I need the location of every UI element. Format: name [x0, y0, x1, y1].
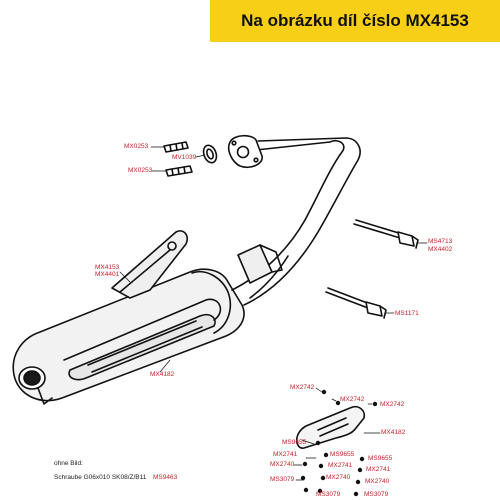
- label-mx2740-b: MX2740: [326, 474, 351, 481]
- label-mx0253-lower: MX0253: [128, 167, 153, 174]
- muffler: [12, 268, 245, 402]
- part-number-banner: Na obrázku díl číslo MX4153: [210, 0, 500, 42]
- label-mx2742-a: MX2742: [290, 384, 315, 391]
- label-ms9655-b: MS9655: [330, 451, 355, 458]
- hardware-parts: [300, 389, 378, 497]
- flange-stud-upper: [163, 141, 189, 153]
- label-mx4182-muffler: MX4182: [150, 371, 175, 378]
- label-ms9655-c: MS9655: [368, 455, 393, 462]
- heat-shield-plate: [295, 405, 366, 449]
- label-mx4402: MX4402: [428, 246, 453, 253]
- label-ms4713: MS4713: [428, 238, 453, 245]
- muffler-bracket: [111, 230, 189, 299]
- label-mx2741-a: MX2741: [273, 451, 298, 458]
- label-mx2740-c: MX2740: [365, 478, 390, 485]
- label-ms3079-a: MS3079: [270, 476, 295, 483]
- gasket-ring: [202, 144, 218, 164]
- banner-text: Na obrázku díl číslo MX4153: [241, 11, 469, 30]
- pipe-bracket: [237, 244, 283, 284]
- tail-pipe: [18, 366, 53, 405]
- label-mx4153: MX4153: [95, 264, 120, 271]
- label-mx2741-c: MX2741: [366, 466, 391, 473]
- flange-stud-lower: [165, 165, 193, 177]
- label-ms1171: MS1171: [395, 310, 419, 317]
- label-mv1039: MV1039: [172, 154, 197, 161]
- long-bolt-lower: [325, 287, 387, 319]
- label-mx2742-b: MX2742: [340, 396, 365, 403]
- long-bolt-upper: [353, 219, 419, 249]
- note-ohne-bild: ohne Bild:: [54, 460, 83, 467]
- label-mx2740-a: MX2740: [270, 461, 295, 468]
- note-schraube: Schraube G06x010 SK08/Z/B11: [54, 474, 147, 481]
- label-ms3079-c: MS3079: [364, 491, 389, 498]
- label-ms3079-b: MS3079: [316, 491, 341, 498]
- leader-lines: [119, 146, 428, 481]
- label-mx4182-plate: MX4182: [381, 429, 406, 436]
- label-mx2742-c: MX2742: [380, 401, 405, 408]
- label-ms9655-a: MS9655: [282, 439, 307, 446]
- label-mx0253-upper: MX0253: [124, 143, 149, 150]
- label-ms9463: MS9463: [153, 474, 178, 481]
- label-mx2741-b: MX2741: [328, 462, 353, 469]
- label-mx4401: MX4401: [95, 271, 120, 278]
- exhaust-flange: [227, 134, 263, 169]
